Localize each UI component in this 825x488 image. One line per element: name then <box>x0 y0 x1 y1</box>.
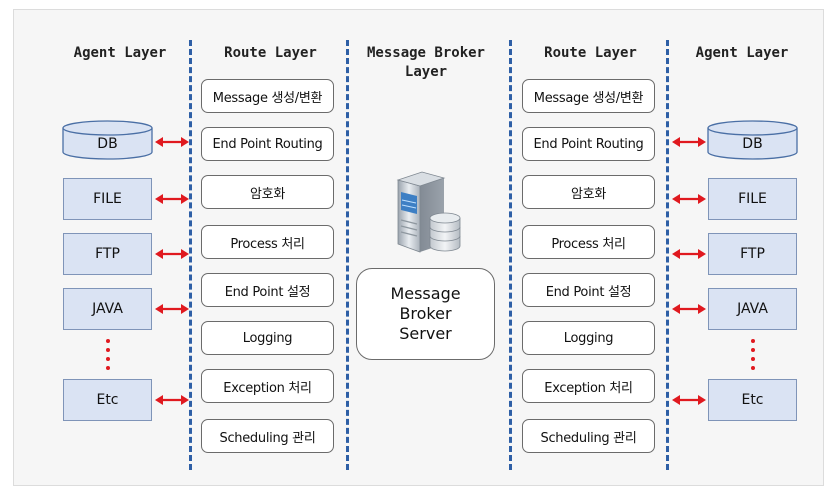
double-arrow-icon <box>672 249 706 259</box>
agent-right-item: JAVA <box>708 288 797 330</box>
header-broker-layer: Message Broker Layer <box>358 44 494 82</box>
route-left-item: 암호화 <box>201 175 334 209</box>
route-left-item: Logging <box>201 321 334 355</box>
agent-right-label: DB <box>742 136 763 152</box>
route-left-item: Process 처리 <box>201 225 334 259</box>
broker-line-2: Broker <box>399 304 452 323</box>
double-arrow-icon <box>672 304 706 314</box>
double-arrow-icon <box>155 249 189 259</box>
agent-left-label: DB <box>97 136 118 152</box>
divider-line-4 <box>666 40 669 470</box>
route-left-item: End Point 설정 <box>201 273 334 307</box>
route-right-item: Logging <box>522 321 655 355</box>
route-left-item: Scheduling 관리 <box>201 419 334 453</box>
header-agent-layer-right: Agent Layer <box>695 45 789 61</box>
agent-left-item: FILE <box>63 178 152 220</box>
double-arrow-icon <box>155 395 189 405</box>
agent-left-item: Etc <box>63 379 152 421</box>
header-route-layer-right: Route Layer <box>544 45 637 61</box>
header-broker-line1: Message Broker <box>366 45 485 61</box>
agent-left-item: FTP <box>63 233 152 275</box>
ellipsis-dots-icon <box>751 339 755 370</box>
double-arrow-icon <box>155 137 189 147</box>
agent-left-item: JAVA <box>63 288 152 330</box>
divider-line-1 <box>189 40 192 470</box>
agent-right-item: FTP <box>708 233 797 275</box>
route-right-item: End Point Routing <box>522 127 655 161</box>
route-left-item: Exception 처리 <box>201 369 334 403</box>
double-arrow-icon <box>672 137 706 147</box>
database-icon <box>707 120 798 160</box>
agent-right-item: FILE <box>708 178 797 220</box>
double-arrow-icon <box>155 304 189 314</box>
divider-line-3 <box>509 40 512 470</box>
route-right-item: 암호화 <box>522 175 655 209</box>
broker-line-1: Message <box>390 284 461 303</box>
route-right-item: End Point 설정 <box>522 273 655 307</box>
message-broker-server: Message Broker Server <box>356 268 495 360</box>
broker-line-3: Server <box>399 324 452 343</box>
route-left-item: Message 생성/변환 <box>201 79 334 113</box>
ellipsis-dots-icon <box>106 339 110 370</box>
agent-right-item: Etc <box>708 379 797 421</box>
agent-left-db-cylinder: DB <box>62 120 153 160</box>
double-arrow-icon <box>672 194 706 204</box>
route-right-item: Message 생성/변환 <box>522 79 655 113</box>
database-icon <box>62 120 153 160</box>
route-right-item: Scheduling 관리 <box>522 419 655 453</box>
divider-line-2 <box>346 40 349 470</box>
agent-right-db-cylinder: DB <box>707 120 798 160</box>
route-left-item: End Point Routing <box>201 127 334 161</box>
header-agent-layer-left: Agent Layer <box>73 45 167 61</box>
route-right-item: Process 처리 <box>522 225 655 259</box>
double-arrow-icon <box>672 395 706 405</box>
route-right-item: Exception 처리 <box>522 369 655 403</box>
header-route-layer-left: Route Layer <box>224 45 317 61</box>
double-arrow-icon <box>155 194 189 204</box>
header-broker-line2: Layer <box>404 64 448 80</box>
server-icon <box>396 171 461 253</box>
